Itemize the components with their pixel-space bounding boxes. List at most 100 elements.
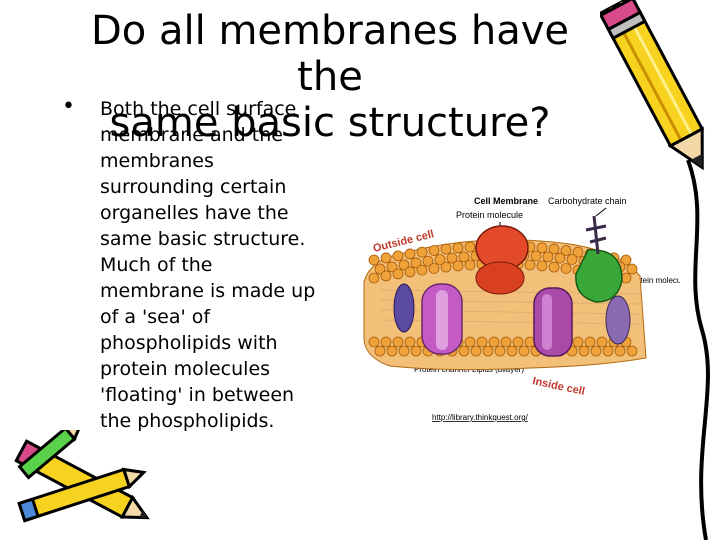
lipid-head: [398, 345, 410, 357]
lipid-head: [404, 336, 416, 348]
lipid-head: [494, 345, 506, 357]
lipid-head: [398, 259, 410, 271]
lipid-head: [458, 345, 470, 357]
lipid-head: [458, 251, 470, 263]
bullet-marker: •: [62, 94, 75, 119]
pink-protein: [533, 287, 573, 357]
lipid-head: [464, 241, 476, 253]
lipid-head: [440, 243, 452, 255]
lipid-head: [548, 243, 560, 255]
lipid-head: [572, 336, 584, 348]
bullet-line: organelles have the: [100, 202, 289, 224]
lipid-head: [410, 257, 422, 269]
bullet-line: of a 'sea' of: [100, 306, 211, 328]
carbohydrate-chain-icon: [585, 215, 607, 255]
lipid-head: [368, 254, 380, 266]
lipid-head: [476, 336, 488, 348]
bullet-line: protein molecules: [100, 358, 271, 380]
lipid-head: [386, 345, 398, 357]
lipid-head: [428, 245, 440, 256]
lipid-head: [416, 264, 428, 276]
lipid-head: [434, 254, 446, 265]
bullet-line: surrounding certain: [100, 176, 287, 198]
bullet-line: Both the cell surface: [100, 98, 297, 120]
lipid-head: [464, 259, 476, 271]
lipid-head: [524, 259, 536, 271]
lipid-head: [584, 336, 596, 348]
lipid-head: [500, 336, 512, 348]
title-line-2: same basic structure?: [109, 100, 551, 146]
lipid-head: [554, 252, 566, 264]
lipid-head: [566, 254, 578, 265]
lipid-head: [488, 336, 500, 348]
lipid-head: [614, 345, 626, 357]
lipid-head: [536, 260, 548, 272]
label-protein-molecules: Protein molecules: [628, 276, 680, 285]
lipid-head: [392, 336, 404, 348]
lipid-head: [452, 242, 464, 254]
lipid-head: [482, 345, 494, 357]
lipid-head: [404, 248, 416, 260]
lipid-head: [620, 254, 632, 266]
lipid-head: [548, 261, 560, 273]
lipid-head: [560, 245, 572, 256]
diagram-heading: Cell Membrane: [474, 196, 538, 206]
label-carbohydrate-chain: Carbohydrate chain: [548, 196, 627, 206]
lipid-head: [380, 270, 392, 282]
lipid-head: [464, 336, 476, 348]
lipid-head: [392, 268, 404, 280]
lipid-head: [368, 272, 380, 284]
lipid-head: [440, 261, 452, 273]
lipid-head: [380, 252, 392, 264]
bullet-line: Much of the: [100, 254, 213, 276]
lipid-head: [428, 263, 440, 274]
lipid-head: [422, 255, 434, 267]
bullet-line: membrane is made up: [100, 280, 316, 302]
lipid-head: [530, 250, 542, 262]
cell-membrane-diagram: Cell Membrane Carbohydrate chain Protein…: [363, 196, 680, 422]
scribble-line-icon: [686, 160, 710, 540]
lipid-head: [452, 260, 464, 272]
bullet-text: Both the cell surface membrane and the m…: [100, 96, 380, 434]
red-protein-lower: [475, 261, 525, 295]
lipid-head: [572, 246, 584, 258]
lipid-head: [602, 345, 614, 357]
bullet-line: phospholipids with: [100, 332, 278, 354]
label-protein-molecule: Protein molecule: [456, 210, 523, 220]
title-line-1: Do all membranes have the: [91, 8, 569, 100]
lipid-head: [374, 345, 386, 357]
pencils-clipart-icon: [14, 430, 150, 523]
lipid-head: [374, 263, 386, 275]
bullet-line: 'floating' in between: [100, 384, 295, 406]
lipid-head: [512, 336, 524, 348]
lipid-head: [578, 345, 590, 357]
lipid-head: [542, 251, 554, 263]
diagram-url: http://library.thinkquest.org/: [432, 413, 529, 422]
lipid-head: [446, 252, 458, 264]
lipid-head: [470, 345, 482, 357]
slide-title: Do all membranes have the same basic str…: [60, 8, 600, 146]
bullet-line: same basic structure.: [100, 228, 306, 250]
lipid-head: [560, 263, 572, 274]
lipid-head: [518, 345, 530, 357]
pencil-clipart-icon: [600, 0, 705, 171]
lipid-head: [536, 242, 548, 254]
lipid-head: [392, 250, 404, 262]
lipid-head: [416, 246, 428, 258]
lipid-head: [386, 261, 398, 273]
bullet-line: the phospholipids.: [100, 410, 275, 432]
green-protein: [575, 249, 623, 303]
dark-protein: [393, 283, 415, 333]
lipid-head: [380, 336, 392, 348]
label-inside-cell: Inside cell: [531, 375, 586, 398]
lipid-head: [368, 336, 380, 348]
lipid-head: [626, 263, 638, 275]
lipid-head: [626, 345, 638, 357]
lipid-head: [404, 266, 416, 278]
lipid-head: [590, 345, 602, 357]
lipid-head: [506, 345, 518, 357]
bullet-line: membrane and the: [100, 124, 283, 146]
lipid-head: [410, 345, 422, 357]
lipid-head: [596, 336, 608, 348]
bullet-line: membranes: [100, 150, 214, 172]
